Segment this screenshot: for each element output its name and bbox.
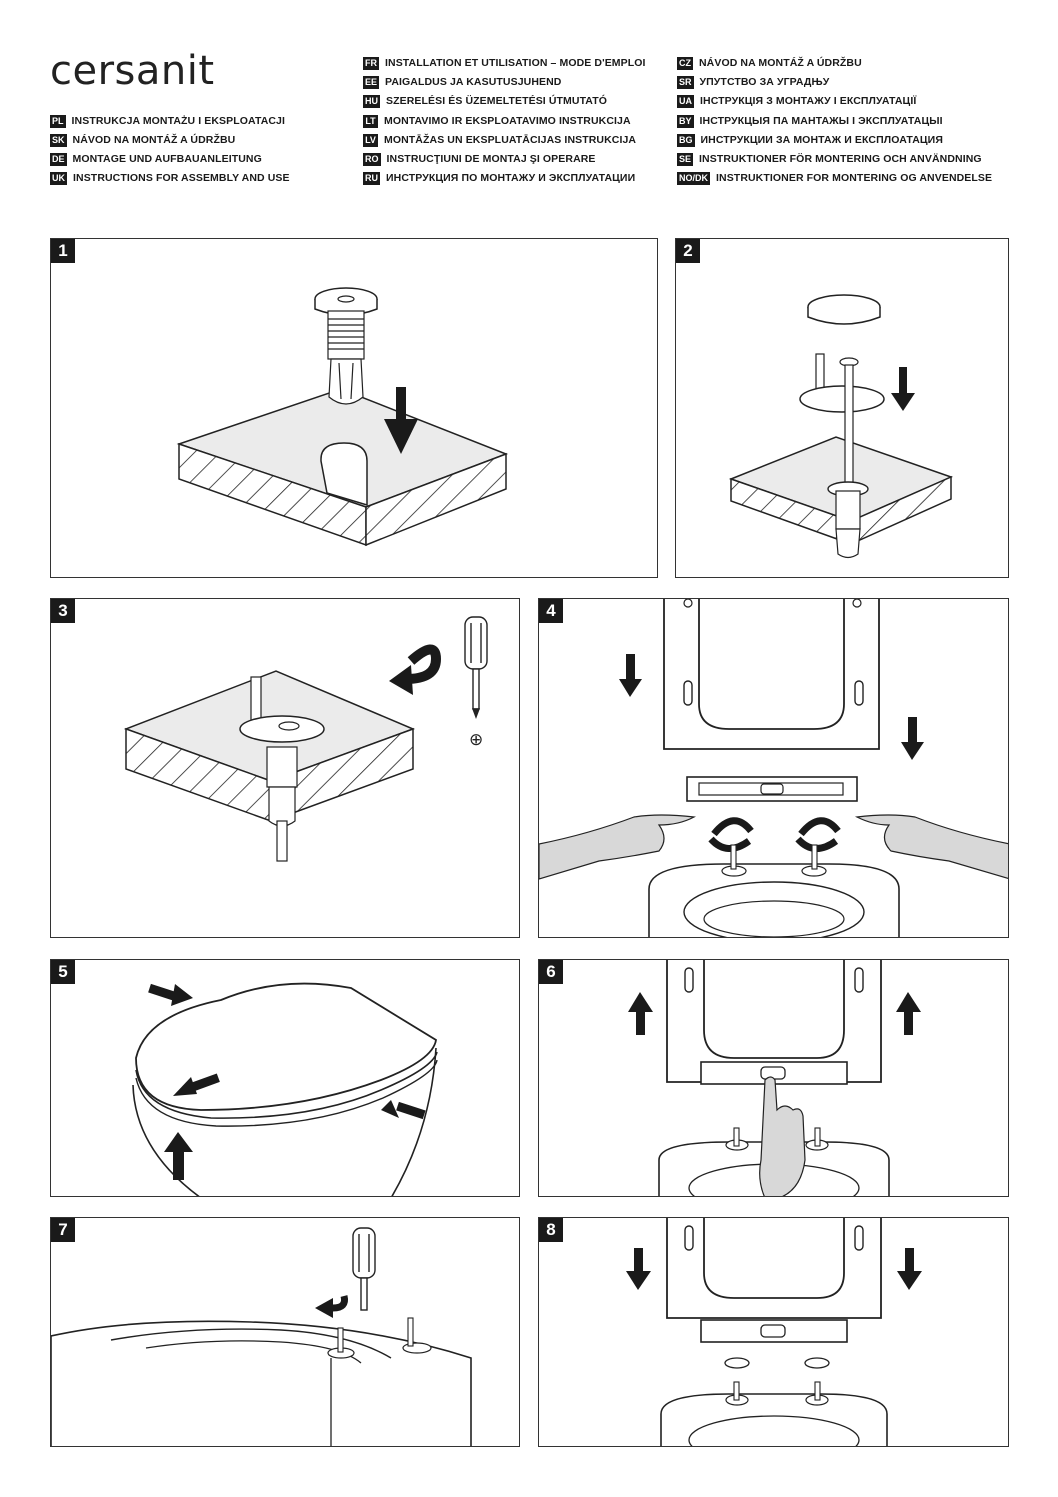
lang-title: PAIGALDUS JA KASUTUSJUHEND	[385, 76, 562, 88]
lang-title: NÁVOD NA MONTÁŽ A ÚDRŽBU	[72, 134, 236, 146]
lang-row-by: BY ІНСТРУКЦЫЯ ПА МАНТАЖЫ І ЭКСПЛУАТАЦЫІ	[677, 113, 943, 129]
screwdriver-icon	[464, 616, 488, 719]
lang-code: BY	[677, 114, 694, 128]
lang-title: SZERELÉSI ÉS ÜZEMELTETÉSI ÚTMUTATÓ	[386, 95, 607, 107]
lang-row-ru: RU ИНСТРУКЦИЯ ПО МОНТАЖУ И ЭКСПЛУАТАЦИИ	[363, 170, 635, 186]
arrow-down-icon	[384, 387, 418, 454]
step-5-illustration	[132, 982, 438, 1196]
cersanit-logo: cersanit	[50, 48, 215, 94]
lang-code: SK	[50, 133, 67, 147]
step-3-illustration: ⊕	[123, 616, 488, 862]
screwdriver-icon	[352, 1227, 376, 1311]
step-4-panel: 4	[538, 598, 1009, 938]
phillips-icon: ⊕	[469, 730, 483, 750]
rotate-arrow-icon	[315, 1295, 348, 1318]
step-number: 4	[539, 599, 563, 623]
lang-code: BG	[677, 133, 695, 147]
lang-code: HU	[363, 94, 380, 108]
lang-row-nodk: NO/DK INSTRUKTIONER FOR MONTERING OG ANVE…	[677, 170, 992, 186]
arrow-down-icon	[626, 1248, 651, 1290]
lang-title: MONTAVIMO IR EKSPLOATAVIMO INSTRUKCIJA	[384, 115, 631, 127]
lang-row-hu: HU SZERELÉSI ÉS ÜZEMELTETÉSI ÚTMUTATÓ	[363, 93, 607, 109]
lang-code: RO	[363, 152, 381, 166]
arrow-left-icon	[173, 1073, 220, 1096]
lang-title: ИНСТРУКЦИЯ ПО МОНТАЖУ И ЭКСПЛУАТАЦИИ	[386, 172, 636, 184]
lang-code: DE	[50, 152, 67, 166]
lang-code: LT	[363, 114, 378, 128]
step-8-illustration	[626, 1218, 922, 1446]
step-2-illustration	[728, 294, 954, 559]
step-number: 3	[51, 599, 75, 623]
arrow-down-icon	[619, 654, 642, 697]
step-4-illustration	[539, 599, 1008, 937]
lang-title: INSTRUKTIONER FOR MONTERING OG ANVENDELS…	[716, 172, 993, 184]
step-2-panel: 2	[675, 238, 1009, 578]
lang-title: MONTAGE UND AUFBAUANLEITUNG	[72, 153, 262, 165]
lang-row-de: DE MONTAGE UND AUFBAUANLEITUNG	[50, 151, 262, 167]
arrow-up-icon	[896, 992, 921, 1035]
lang-title: ІНСТРУКЦІЯ З МОНТАЖУ І ЕКСПЛУАТАЦІЇ	[700, 95, 917, 107]
step-1-illustration	[176, 287, 509, 547]
arrow-down-icon	[897, 1248, 922, 1290]
step-6-details	[628, 992, 921, 1196]
step-6-panel: 6	[538, 959, 1009, 1197]
lang-title: ІНСТРУКЦЫЯ ПА МАНТАЖЫ І ЭКСПЛУАТАЦЫІ	[699, 115, 943, 127]
lang-code: FR	[363, 56, 379, 70]
arrow-down-icon	[891, 367, 915, 411]
lang-row-cz: CZ NÁVOD NA MONTÁŽ A ÚDRŽBU	[677, 55, 862, 71]
step-7-illustration	[51, 1227, 472, 1446]
lang-code: SR	[677, 75, 694, 89]
lang-title: NÁVOD NA MONTÁŽ A ÚDRŽBU	[699, 57, 862, 69]
lang-row-uk: UK INSTRUCTIONS FOR ASSEMBLY AND USE	[50, 170, 290, 186]
arrow-down-icon	[901, 717, 924, 760]
lang-title: ИНСТРУКЦИИ ЗА МОНТАЖ И ЕКСПЛОАТАЦИЯ	[700, 134, 943, 146]
step-number: 1	[51, 239, 75, 263]
lang-row-ua: UA ІНСТРУКЦІЯ З МОНТАЖУ І ЕКСПЛУАТАЦІЇ	[677, 93, 916, 109]
lang-row-sk: SK NÁVOD NA MONTÁŽ A ÚDRŽBU	[50, 132, 235, 148]
lang-code: RU	[363, 171, 380, 185]
lang-row-se: SE INSTRUKTIONER FÖR MONTERING OCH ANVÄND…	[677, 151, 982, 167]
lang-code: CZ	[677, 56, 693, 70]
lang-row-pl: PL INSTRUKCJA MONTAŻU I EKSPLOATACJI	[50, 113, 285, 129]
lang-title: INSTRUKTIONER FÖR MONTERING OCH ANVÄNDNI…	[699, 153, 982, 165]
lang-code: SE	[677, 152, 694, 166]
arrow-up-icon	[164, 1132, 193, 1180]
lang-row-ee: EE PAIGALDUS JA KASUTUSJUHEND	[363, 74, 561, 90]
step-1-panel: 1	[50, 238, 658, 578]
rotate-arrow-icon	[708, 817, 841, 852]
step-number: 2	[676, 239, 700, 263]
lang-code: UA	[677, 94, 694, 108]
rotate-arrow-icon	[389, 644, 442, 695]
lang-row-ro: RO INSTRUCŢIUNI DE MONTAJ ŞI OPERARE	[363, 151, 596, 167]
step-number: 8	[539, 1218, 563, 1242]
lang-row-sr: SR УПУТСТВО ЗА УГРАДЊУ	[677, 74, 829, 90]
lang-title: INSTRUKCJA MONTAŻU I EKSPLOATACJI	[71, 115, 286, 127]
lang-title: MONTĀŽAS UN EKSPLUATĀCIJAS INSTRUKCIJA	[384, 134, 637, 146]
lang-row-bg: BG ИНСТРУКЦИИ ЗА МОНТАЖ И ЕКСПЛОАТАЦИЯ	[677, 132, 943, 148]
step-3-panel: 3 ⊕	[50, 598, 520, 938]
lang-code: PL	[50, 114, 66, 128]
lang-row-lv: LV MONTĀŽAS UN EKSPLUATĀCIJAS INSTRUKCIJA	[363, 132, 636, 148]
lang-title: УПУТСТВО ЗА УГРАДЊУ	[699, 76, 830, 88]
lang-title: INSTALLATION ET UTILISATION – MODE D'EMP…	[385, 57, 646, 69]
step-number: 5	[51, 960, 75, 984]
step-number: 6	[539, 960, 563, 984]
step-8-panel: 8	[538, 1217, 1009, 1447]
arrow-up-icon	[628, 992, 653, 1035]
lang-code: EE	[363, 75, 380, 89]
lang-code: NO/DK	[677, 171, 710, 185]
arrow-left-icon	[381, 1100, 426, 1120]
step-7-panel: 7	[50, 1217, 520, 1447]
lang-title: INSTRUCŢIUNI DE MONTAJ ŞI OPERARE	[386, 153, 596, 165]
lang-title: INSTRUCTIONS FOR ASSEMBLY AND USE	[73, 172, 290, 184]
lang-row-fr: FR INSTALLATION ET UTILISATION – MODE D'E…	[363, 55, 646, 71]
lang-row-lt: LT MONTAVIMO IR EKSPLOATAVIMO INSTRUKCIJA	[363, 113, 631, 129]
step-number: 7	[51, 1218, 75, 1242]
lang-code: LV	[363, 133, 378, 147]
arrow-right-icon	[148, 983, 193, 1006]
lang-code: UK	[50, 171, 67, 185]
step-5-panel: 5	[50, 959, 520, 1197]
